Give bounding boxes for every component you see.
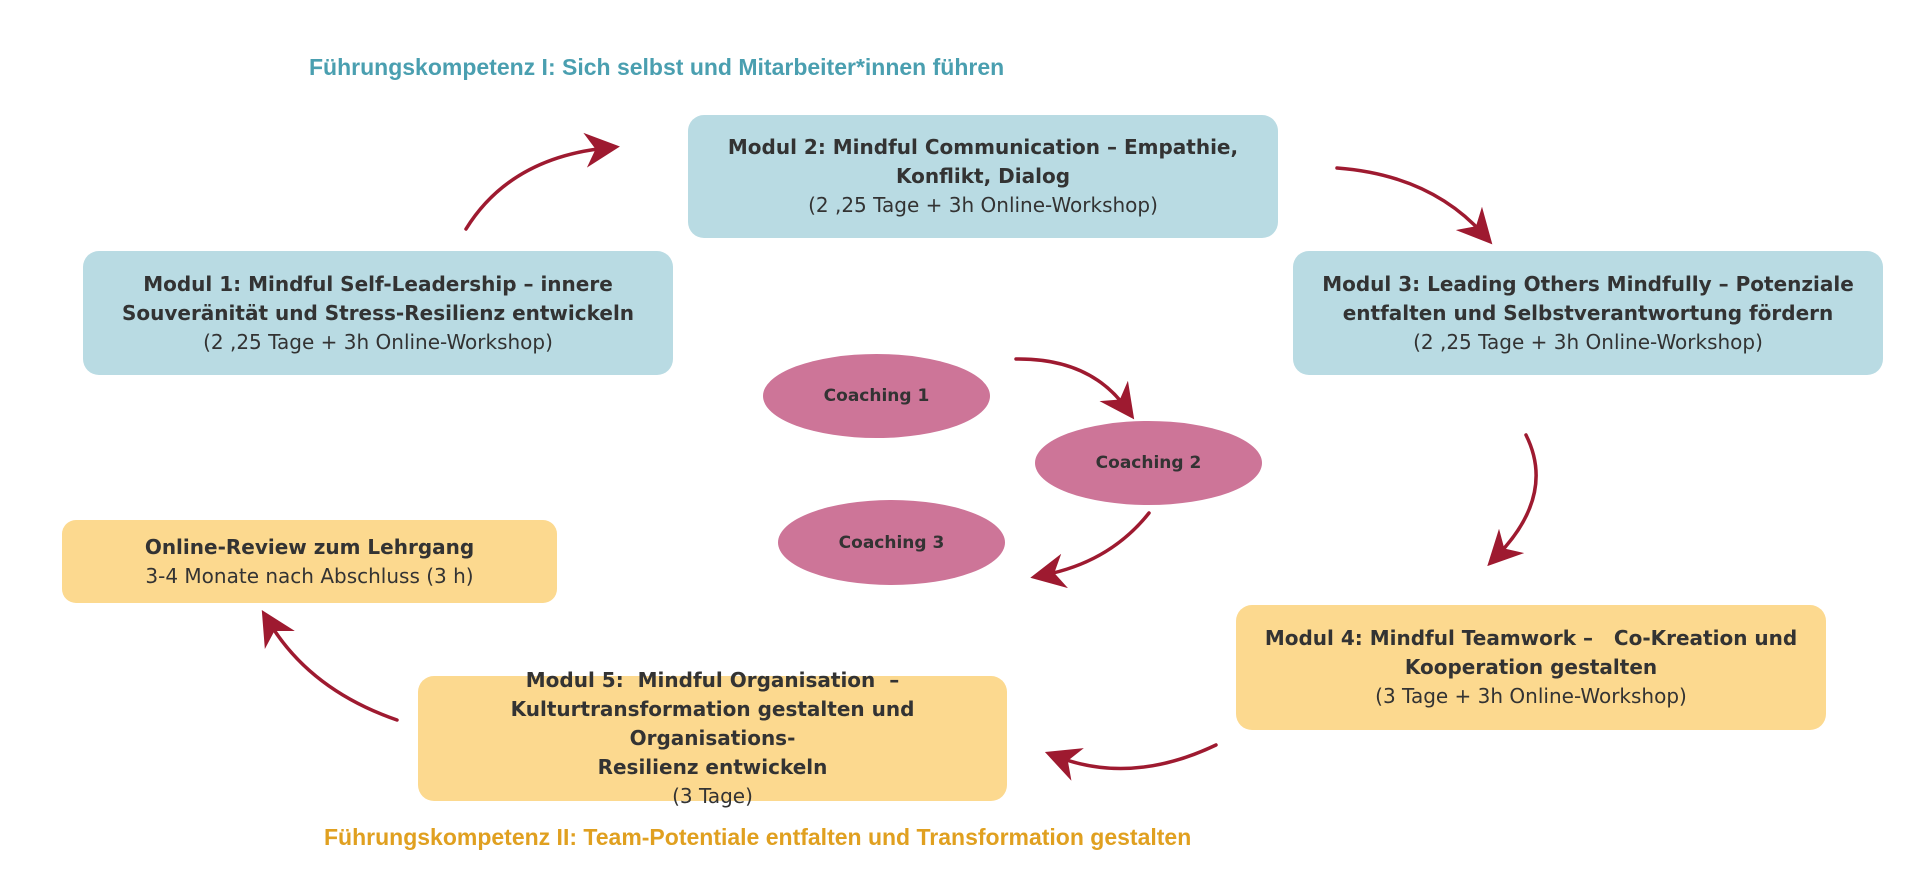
module-2-box: Modul 2: Mindful Communication – Empathi… <box>688 115 1278 238</box>
module-5-title-line-3: Resilienz entwickeln <box>597 755 828 779</box>
module-3-box: Modul 3: Leading Others Mindfully – Pote… <box>1293 251 1883 375</box>
coaching-2-label: Coaching 2 <box>1095 453 1202 473</box>
module-5-detail: (3 Tage) <box>672 784 753 808</box>
online-review-detail: 3-4 Monate nach Abschluss (3 h) <box>145 563 474 588</box>
arrow-m4-to-m5 <box>1044 743 1218 781</box>
heading-fuehrungskompetenz-1: Führungskompetenz I: Sich selbst und Mit… <box>309 54 1005 80</box>
heading-fuehrungskompetenz-2: Führungskompetenz II: Team-Potentiale en… <box>324 824 1192 850</box>
module-4-box: Modul 4: Mindful Teamwork – Co-Kreation … <box>1236 605 1826 730</box>
coaching-1-ellipse: Coaching 1 <box>763 354 990 438</box>
arrow-c2-to-c3 <box>1030 511 1151 589</box>
module-4-title-line-2: Kooperation gestalten <box>1404 655 1658 679</box>
module-3-detail: (2 ,25 Tage + 3h Online-Workshop) <box>1413 329 1763 354</box>
module-3-title-line-1: Modul 3: Leading Others Mindfully – Pote… <box>1322 271 1854 296</box>
module-1-detail: (2 ,25 Tage + 3h Online-Workshop) <box>203 329 553 354</box>
coaching-2-ellipse: Coaching 2 <box>1035 421 1262 505</box>
arrow-m2-to-m3 <box>1335 166 1493 245</box>
arrow-m1-to-m2 <box>464 132 620 231</box>
module-2-title-line-2: Konflikt, Dialog <box>895 164 1071 188</box>
coaching-3-label: Coaching 3 <box>838 532 945 553</box>
module-1-title-line-2: Souveränität und Stress-Resilienz entwic… <box>121 300 635 325</box>
module-2-title-line-1: Modul 2: Mindful Communication – Empathi… <box>727 135 1239 159</box>
arrow-m3-to-m4 <box>1487 433 1538 567</box>
module-1-title-line-1: Modul 1: Mindful Self-Leadership – inner… <box>143 271 613 296</box>
coaching-1-label: Coaching 1 <box>823 386 930 406</box>
module-4-detail: (3 Tage + 3h Online-Workshop) <box>1375 684 1687 708</box>
module-4-title-line-1: Modul 4: Mindful Teamwork – Co-Kreation … <box>1264 626 1798 650</box>
module-5-title-line-2: Kulturtransformation gestalten und Organ… <box>510 697 915 750</box>
coaching-3-ellipse: Coaching 3 <box>778 500 1005 585</box>
online-review-title: Online-Review zum Lehrgang <box>144 534 475 559</box>
module-3-title-line-2: entfalten und Selbstverantwortung förder… <box>1342 300 1834 325</box>
module-1-box: Modul 1: Mindful Self-Leadership – inner… <box>83 251 673 375</box>
arrow-c1-to-c2 <box>1014 357 1135 420</box>
module-5-box: Modul 5: Mindful Organisation – Kulturtr… <box>418 668 1007 808</box>
module-2-detail: (2 ,25 Tage + 3h Online-Workshop) <box>808 193 1158 217</box>
module-5-title-line-1: Modul 5: Mindful Organisation – <box>525 668 900 692</box>
online-review-box: Online-Review zum Lehrgang 3-4 Monate na… <box>62 520 557 603</box>
arrow-m5-to-review <box>261 610 399 722</box>
